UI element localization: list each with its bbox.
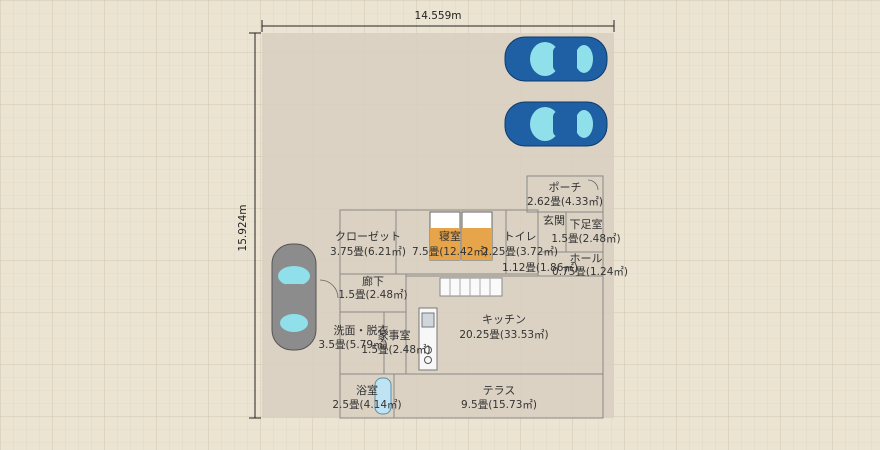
room-label-corridor: 廊下 1.5畳(2.48㎡) [338,274,407,301]
room-label-washroom: 洗面・脱衣 3.5畳(5.79㎡) [318,323,388,351]
svg-text:キッチン: キッチン [482,313,526,326]
room-label-hall: ホール 0.75畳(1.24㎡) [552,252,628,278]
svg-text:家事室: 家事室 [378,328,411,342]
svg-text:1.5畳(2.48㎡): 1.5畳(2.48㎡) [551,233,620,245]
bed-icon [429,211,493,261]
svg-text:玄関: 玄関 [543,213,565,227]
room-label-porch: ポーチ 2.62畳(4.33㎡) [527,181,603,208]
svg-text:浴室: 浴室 [356,383,378,397]
svg-text:2.5畳(4.14㎡): 2.5畳(4.14㎡) [332,399,401,411]
svg-text:20.25畳(33.53㎡): 20.25畳(33.53㎡) [459,329,548,341]
car-blue-bottom-icon [504,101,608,147]
svg-text:1.5畳(2.48㎡): 1.5畳(2.48㎡) [338,289,407,301]
room-label-toilet: トイレ 2.25畳(3.72㎡) [482,230,558,258]
dimension-width: 14.559m [261,10,615,32]
svg-text:0.75畳(1.24㎡): 0.75畳(1.24㎡) [552,266,628,278]
svg-text:9.5畳(15.73㎡): 9.5畳(15.73㎡) [461,399,537,411]
car-gray-icon [271,243,317,351]
svg-text:洗面・脱衣: 洗面・脱衣 [334,323,389,337]
svg-text:クローゼット: クローゼット [335,230,401,243]
room-label-shoe: 下足室 1.5畳(2.48㎡) [551,217,620,245]
dimension-height-label: 15.924m [237,205,249,252]
svg-text:1.12畳(1.86㎡): 1.12畳(1.86㎡) [502,262,578,274]
svg-text:2.25畳(3.72㎡): 2.25畳(3.72㎡) [482,246,558,258]
room-terrace [393,373,604,419]
door-arc [319,279,339,299]
room-label-terrace: テラス 9.5畳(15.73㎡) [461,384,537,411]
svg-text:ポーチ: ポーチ [549,181,582,194]
svg-text:トイレ: トイレ [504,230,537,243]
room-label-bath: 浴室 2.5畳(4.14㎡) [332,383,401,411]
svg-text:3.5畳(5.79㎡): 3.5畳(5.79㎡) [318,339,387,351]
door-arc [587,179,599,191]
svg-text:7.5畳(12.42㎡): 7.5畳(12.42㎡) [412,246,488,258]
svg-text:2.62畳(4.33㎡): 2.62畳(4.33㎡) [527,196,603,208]
dimension-width-label: 14.559m [415,10,462,22]
svg-text:テラス: テラス [483,384,516,397]
kitchen-counter-icon [418,307,438,371]
room-label-storage: 家事室 1.5畳(2.48㎡) [361,328,430,356]
svg-text:廊下: 廊下 [362,274,384,288]
stairs-icon [439,277,503,297]
svg-text:ホール: ホール [570,252,603,265]
svg-text:寝室: 寝室 [439,229,461,243]
svg-text:1.5畳(2.48㎡): 1.5畳(2.48㎡) [361,344,430,356]
car-blue-top-icon [504,36,608,82]
bathtub-icon [374,377,392,415]
room-label-kitchen: キッチン 20.25畳(33.53㎡) [459,313,548,341]
room-label-bedroom: 寝室 7.5畳(12.42㎡) [412,229,488,258]
room-label-entrance: 玄関 1.12畳(1.86㎡) [502,213,578,274]
svg-text:3.75畳(6.21㎡): 3.75畳(6.21㎡) [330,246,406,258]
svg-text:下足室: 下足室 [570,217,603,231]
dimension-height: 15.924m [237,32,261,419]
room-label-closet: クローゼット 3.75畳(6.21㎡) [330,230,406,258]
